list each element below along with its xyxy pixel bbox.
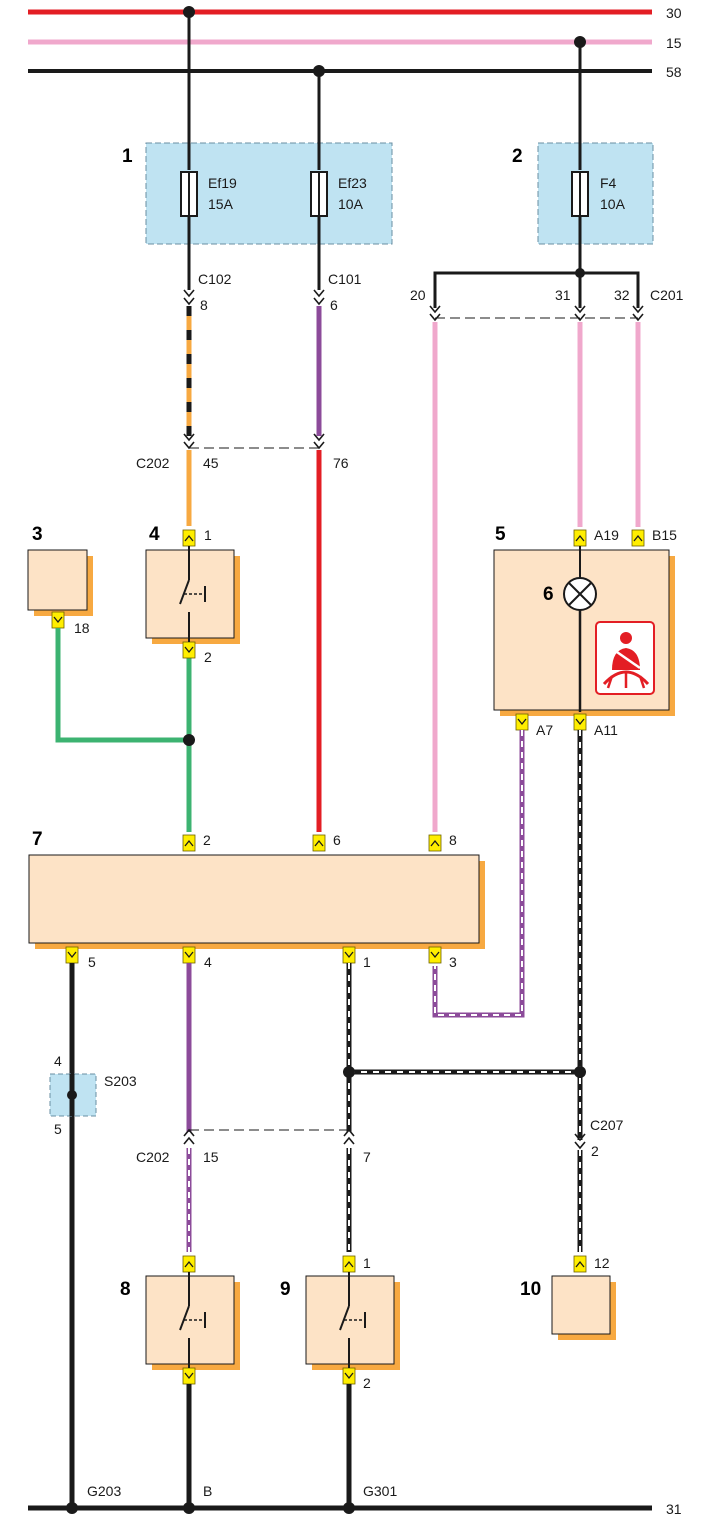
rail-31-label: 31 [666, 1501, 682, 1517]
splice-dot [67, 1090, 77, 1100]
ground-junction [66, 1502, 78, 1514]
fuse-ef19-name: Ef19 [208, 175, 237, 191]
rail-30-label: 30 [666, 5, 682, 21]
switch-contact-icon [179, 1272, 206, 1368]
splice-dot [574, 36, 586, 48]
splice-s203-label: S203 [104, 1073, 137, 1089]
cluster-pin-a11: A11 [594, 722, 618, 738]
cluster-pin-a19: A19 [594, 527, 619, 543]
c202-pin-15: 15 [203, 1149, 219, 1165]
sw9-pin-2: 2 [363, 1375, 371, 1391]
module-pin-1: 1 [363, 954, 371, 970]
module-pin-6: 6 [333, 832, 341, 848]
ground-junction [183, 1502, 195, 1514]
component-3 [27, 549, 88, 611]
c102-pin: 8 [200, 297, 208, 313]
splice-dot [313, 65, 325, 77]
c201-pin-31: 31 [555, 287, 571, 303]
fuse-f4-rating: 10A [600, 196, 626, 212]
component-8-label: 8 [120, 1279, 131, 1300]
connector-c101-label: C101 [328, 271, 362, 287]
c202-pin-76: 76 [333, 455, 349, 471]
c207-pin-2: 2 [591, 1143, 599, 1159]
ground-g203-label: G203 [87, 1483, 121, 1499]
component-4-label: 4 [149, 524, 160, 545]
rail-58-label: 58 [666, 64, 682, 80]
fuse-f4-name: F4 [600, 175, 617, 191]
splice-dot [183, 6, 195, 18]
component-3-label: 3 [32, 524, 43, 545]
switch-contact-icon [339, 1272, 366, 1368]
component-1-label: 1 [122, 146, 133, 167]
component-6-label: 6 [543, 584, 554, 605]
splice-dot [343, 1066, 355, 1078]
ground-junction [343, 1502, 355, 1514]
wire-f4-branch [433, 271, 640, 308]
rail-15-label: 15 [666, 35, 682, 51]
sw4-pin-1: 1 [204, 527, 212, 543]
connector-c207-label: C207 [590, 1117, 624, 1133]
wire-violet-white-stripe [434, 730, 523, 1016]
c201-pin-20: 20 [410, 287, 426, 303]
fuse-box-2 [537, 142, 654, 245]
module-pin-8: 8 [449, 832, 457, 848]
connector-c102-label: C102 [198, 271, 232, 287]
module-pin-5: 5 [88, 954, 96, 970]
c202-pin-45: 45 [203, 455, 219, 471]
s203-pin-4: 4 [54, 1053, 62, 1069]
splice-dot [574, 1066, 586, 1078]
fuse-ef23-rating: 10A [338, 196, 364, 212]
c202-pin-7: 7 [363, 1149, 371, 1165]
splice-dot [183, 734, 195, 746]
component-9-label: 9 [280, 1279, 291, 1300]
sw9-pin-1: 1 [363, 1255, 371, 1271]
comp10-pin-12: 12 [594, 1255, 610, 1271]
ground-b-label: B [203, 1483, 212, 1499]
connector-c202-top-label: C202 [136, 455, 170, 471]
sw4-pin-2: 2 [204, 649, 212, 665]
component-7-label: 7 [32, 829, 43, 850]
c201-pin-32: 32 [614, 287, 630, 303]
seatbelt-warning-icon [595, 621, 655, 695]
cluster-pin-a7: A7 [536, 722, 553, 738]
indicator-lamp-icon [563, 577, 597, 611]
connector-c202-bottom-label: C202 [136, 1149, 170, 1165]
module-pin-3: 3 [449, 954, 457, 970]
s203-pin-5: 5 [54, 1121, 62, 1137]
fuse-ef23-name: Ef23 [338, 175, 367, 191]
module-pin-4: 4 [204, 954, 212, 970]
fuse-ef19-rating: 15A [208, 196, 234, 212]
module-pin-2: 2 [203, 832, 211, 848]
switch-contact-icon [179, 546, 206, 642]
module-7 [28, 854, 480, 944]
component-10 [551, 1275, 611, 1335]
wire-green [55, 628, 189, 743]
component-10-label: 10 [520, 1279, 541, 1300]
component-5-label: 5 [495, 524, 506, 545]
connector-c201-label: C201 [650, 287, 684, 303]
c101-pin: 6 [330, 297, 338, 313]
component-2-label: 2 [512, 146, 523, 167]
comp3-pin-18: 18 [74, 620, 90, 636]
ground-g301-label: G301 [363, 1483, 397, 1499]
cluster-pin-b15: B15 [652, 527, 677, 543]
